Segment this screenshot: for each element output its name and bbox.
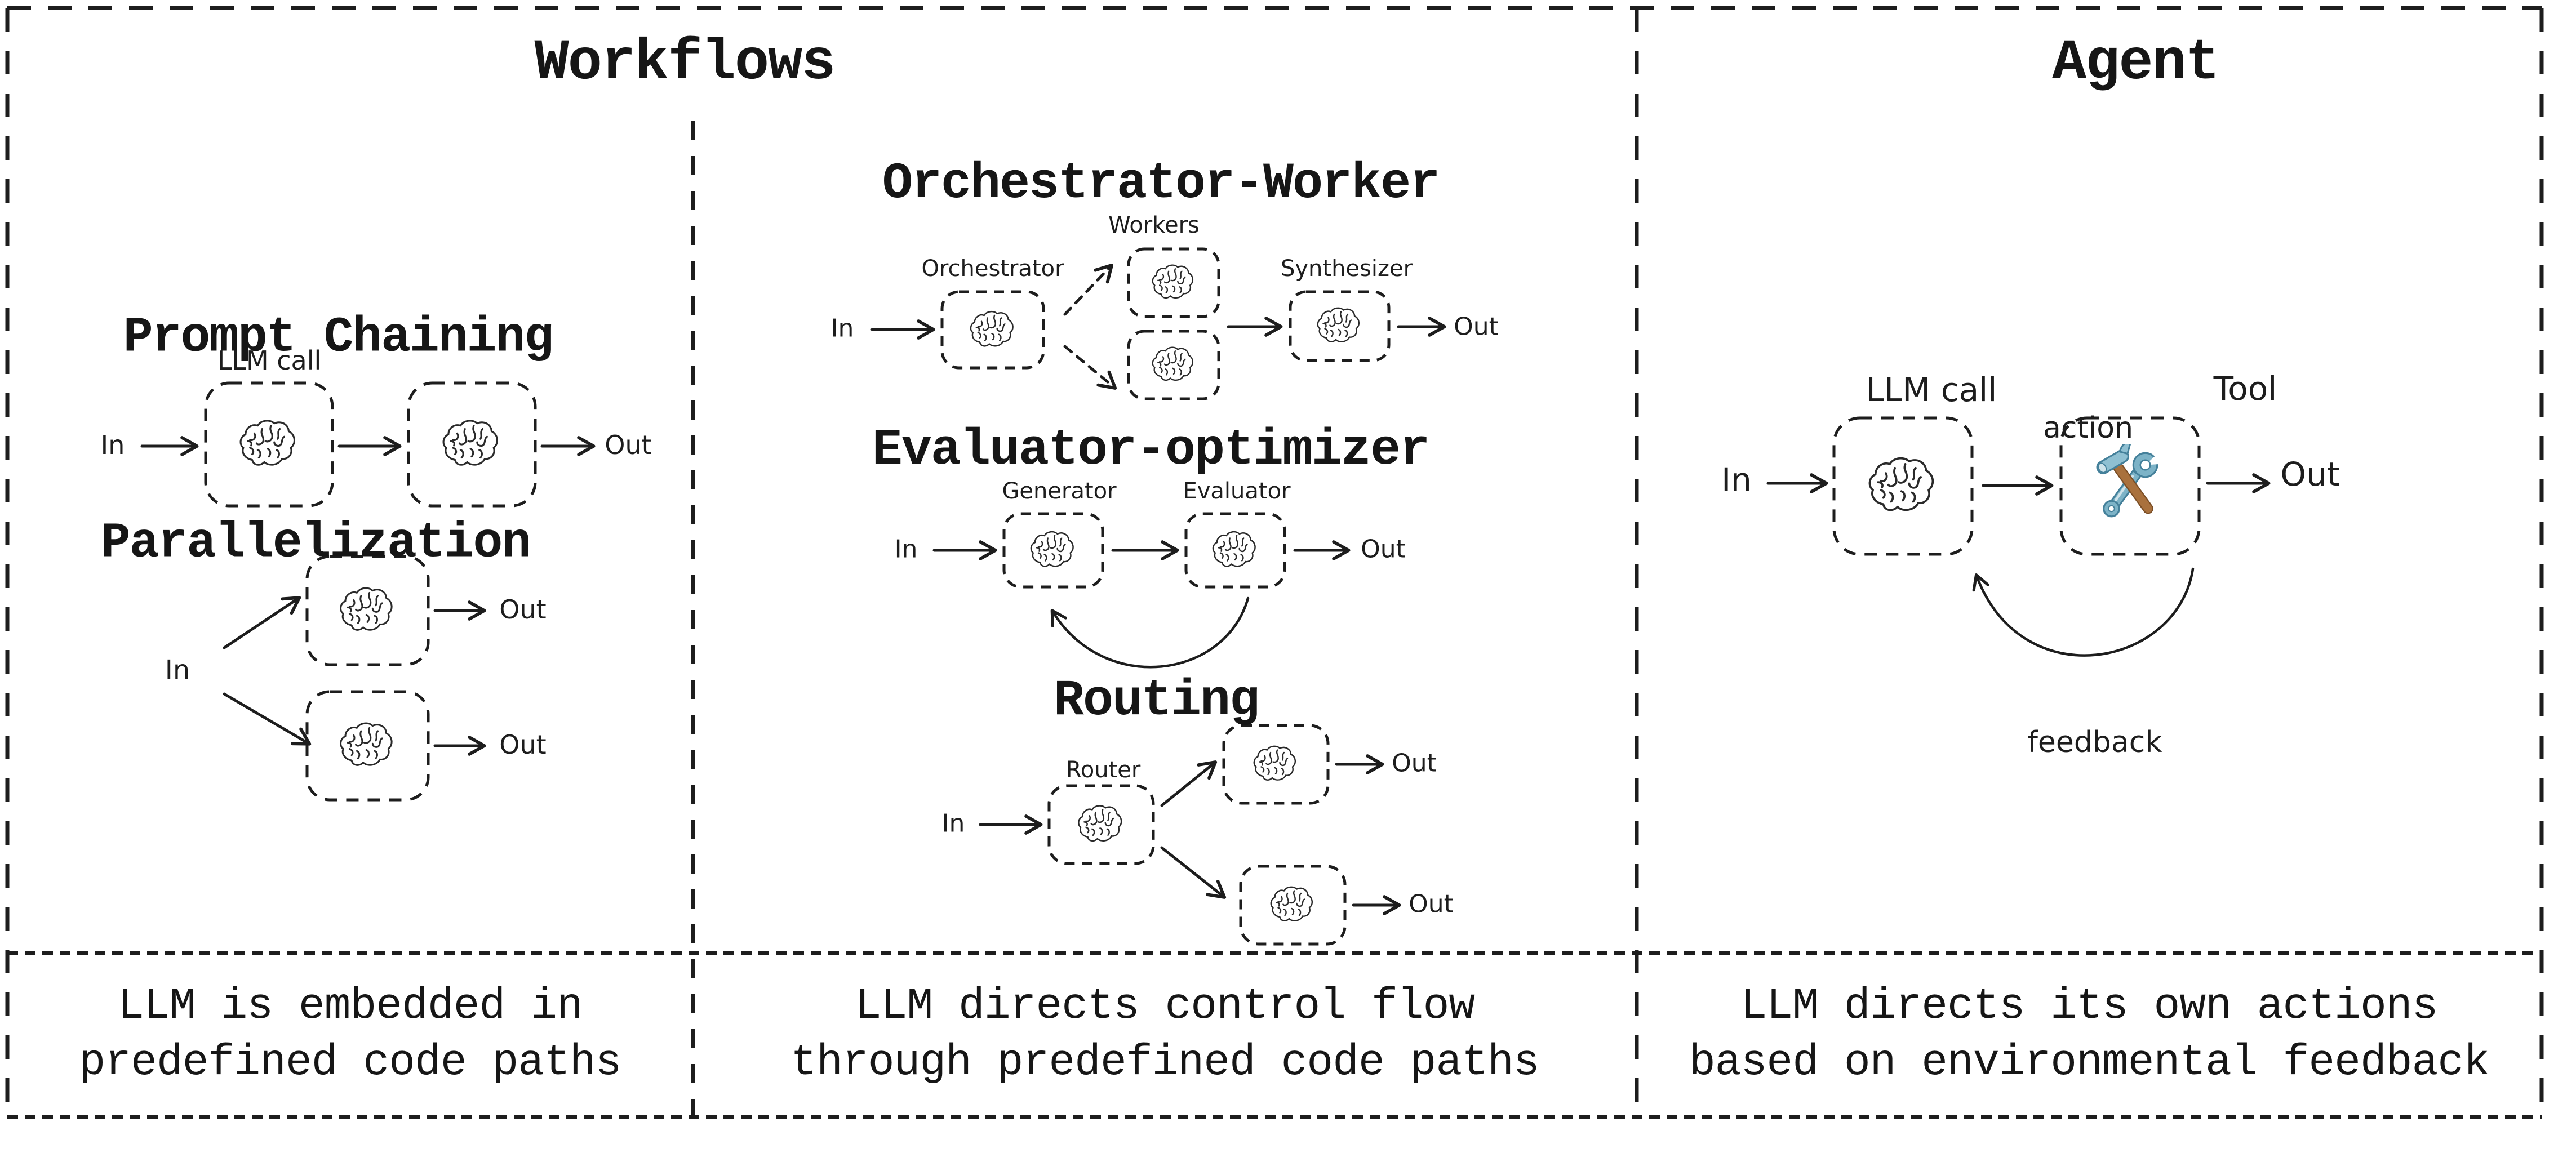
- brain-icon: [438, 417, 505, 472]
- brain-icon: [1267, 884, 1318, 927]
- routing-out-bottom-label: Out: [1409, 889, 1454, 919]
- caption-workflows-left: LLM is embedded in predefined code paths: [7, 953, 693, 1117]
- synthesizer-label: Synthesizer: [1280, 256, 1413, 282]
- caption-line: LLM is embedded in: [118, 981, 583, 1031]
- evaluator-label: Evaluator: [1183, 478, 1291, 504]
- arrow-par-branch-up: [223, 596, 301, 649]
- parallelization-in-label: In: [165, 655, 190, 686]
- evaluator-optimizer-title: Evaluator-optimizer: [872, 422, 1430, 479]
- prompt-chaining-out-label: Out: [605, 430, 652, 460]
- brain-icon: [1250, 744, 1301, 786]
- caption-line: predefined code paths: [79, 1038, 622, 1088]
- arrow-ow-dispatch-bottom: [1063, 345, 1117, 390]
- brain-icon: [1149, 345, 1198, 386]
- brain-icon: [1027, 529, 1079, 572]
- agent-feedback-label: feedback: [2027, 725, 2162, 759]
- parallelization-out-bottom-label: Out: [499, 729, 547, 760]
- brain-icon: [1864, 454, 1942, 519]
- caption-workflows-middle: LLM directs control flow through predefi…: [693, 953, 1637, 1117]
- caption-agent: LLM directs its own actions based on env…: [1637, 953, 2542, 1117]
- orchestrator-worker-out-label: Out: [1454, 312, 1499, 341]
- arrow-ow-dispatch-top: [1063, 263, 1113, 316]
- caption-line: LLM directs control flow: [855, 981, 1475, 1031]
- caption-line: LLM directs its own actions: [1740, 981, 2439, 1031]
- brain-icon: [336, 585, 399, 637]
- agent-panel-title: Agent: [2051, 30, 2220, 96]
- routing-title: Routing: [1053, 673, 1260, 730]
- routing-in-label: In: [941, 809, 965, 838]
- brain-icon: [967, 309, 1019, 352]
- brain-icon: [1314, 305, 1365, 348]
- orchestrator-worker-in-label: In: [830, 314, 854, 343]
- workflows-panel-title: Workflows: [534, 30, 836, 96]
- brain-icon: [236, 417, 302, 472]
- agent-out-label: Out: [2280, 455, 2340, 493]
- evaluator-optimizer-in-label: In: [894, 535, 918, 564]
- arrow-rt-branch-up: [1160, 760, 1218, 807]
- hammer-wrench-icon: [2088, 441, 2172, 528]
- parallelization-title: Parallelization: [100, 515, 531, 572]
- orchestrator-label: Orchestrator: [921, 256, 1064, 282]
- prompt-chaining-in-label: In: [100, 430, 125, 460]
- brain-icon: [1149, 262, 1198, 304]
- routing-out-top-label: Out: [1392, 749, 1437, 778]
- orchestrator-worker-title: Orchestrator-Worker: [882, 155, 1440, 213]
- caption-line: through predefined code paths: [790, 1038, 1539, 1088]
- arrow-rt-branch-down: [1160, 846, 1227, 899]
- generator-label: Generator: [1002, 478, 1117, 504]
- router-label: Router: [1065, 757, 1141, 783]
- agent-llm-call-label: LLM call: [1866, 371, 1997, 409]
- arrow-agent-feedback-loop: [1972, 567, 2195, 657]
- arrow-par-branch-down: [223, 692, 312, 746]
- brain-icon: [1209, 529, 1261, 572]
- parallelization-out-top-label: Out: [499, 594, 547, 625]
- brain-icon: [1074, 803, 1127, 847]
- prompt-chaining-llm-call-label: LLM call: [217, 345, 322, 376]
- agent-tool-label: Tool: [2213, 370, 2277, 408]
- evaluator-optimizer-out-label: Out: [1361, 535, 1406, 564]
- agent-in-label: In: [1721, 461, 1752, 499]
- agent-action-label: action: [2042, 411, 2134, 445]
- workers-label: Workers: [1108, 212, 1200, 238]
- caption-line: based on environmental feedback: [1689, 1038, 2490, 1088]
- brain-icon: [336, 720, 399, 772]
- prompt-chaining-title: Prompt Chaining: [123, 310, 554, 366]
- arrow-eo-feedback-loop: [1050, 596, 1250, 669]
